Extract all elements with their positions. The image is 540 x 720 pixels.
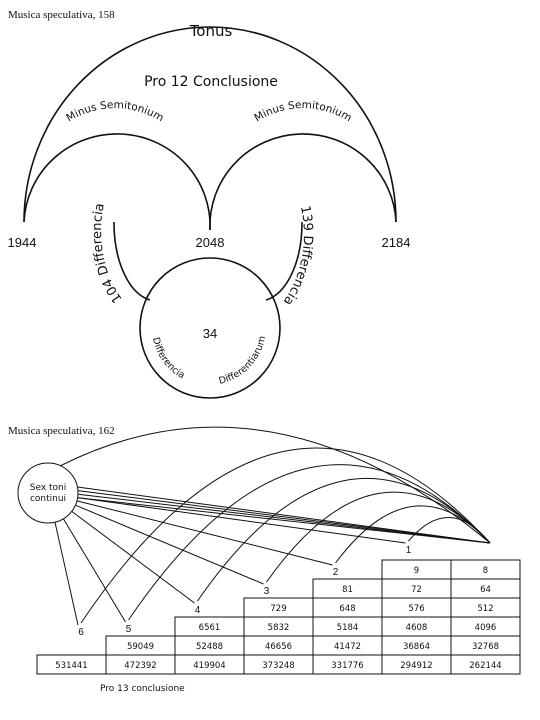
link-line: [62, 518, 126, 623]
table-cell-value: 5184: [337, 623, 359, 633]
left-differencia-arc: [113, 221, 151, 301]
figure1-diagram: [23, 26, 397, 399]
table-cell-value: 36864: [403, 642, 430, 652]
figure2-caption: Musica speculativa, 162: [8, 425, 115, 437]
figure2-lines: [54, 426, 491, 626]
minus-semitonium-right-arc: [209, 133, 397, 231]
minus-semitonium-left-label: Minus Semitonium: [64, 99, 165, 124]
step-label-4: 4: [195, 605, 201, 616]
table-cell-value: 9: [414, 566, 419, 576]
spoke-line: [77, 486, 491, 544]
table-cell-value: 32768: [472, 642, 499, 652]
sex-toni-circle: [17, 462, 79, 524]
table-cell-value: 472392: [124, 661, 156, 671]
differentiarum-circle: [139, 257, 281, 399]
link-arc: [128, 464, 491, 621]
step-label-2: 2: [333, 567, 339, 578]
value-right: 2184: [382, 235, 411, 250]
table-cell-value: 8: [483, 566, 488, 576]
link-arc: [80, 447, 491, 624]
table-cell-value: 419904: [193, 661, 225, 671]
table-cell-value: 5832: [268, 623, 290, 633]
link-line: [77, 497, 406, 544]
table-cell-value: 41472: [334, 642, 361, 652]
link-arc: [266, 491, 491, 583]
link-arc: [197, 477, 491, 602]
table-cell-value: 46656: [265, 642, 292, 652]
table-cell-value: 512: [477, 604, 493, 614]
table-cell-value: 4608: [406, 623, 428, 633]
spoke-line: [77, 490, 491, 544]
spoke-line: [77, 493, 491, 544]
table-cell-value: 648: [339, 604, 355, 614]
table-cell-value: 262144: [469, 661, 501, 671]
step-label-6: 6: [78, 627, 84, 638]
minus-semitonium-right-label: Minus Semitonium: [252, 99, 353, 124]
table-cell-value: 6561: [199, 623, 221, 633]
circle-value: 34: [203, 326, 217, 341]
table-cell-value: 331776: [331, 661, 363, 671]
spoke-line: [77, 497, 491, 544]
table-cell-value: 373248: [262, 661, 294, 671]
sex-toni-line1: Sex toni: [30, 483, 67, 493]
step-label-3: 3: [264, 586, 270, 597]
table-cell-value: 64: [480, 585, 491, 595]
table-cell-value: 72: [411, 585, 422, 595]
minus-semitonium-left-arc: [23, 133, 211, 231]
step-label-1: 1: [406, 545, 412, 556]
outer-arc: [59, 426, 491, 544]
circle-left-label: Differencia: [150, 336, 187, 381]
table-cell-value: 4096: [475, 623, 497, 633]
link-line: [54, 522, 79, 626]
step-labels: 1 2 3 4 5 6: [78, 545, 412, 638]
left-differencia-label: 104 Differencia: [90, 202, 125, 306]
value-left: 1944: [8, 235, 37, 250]
tonus-arc: [23, 26, 397, 223]
step-label-5: 5: [126, 624, 132, 635]
link-line: [71, 510, 195, 604]
tonus-label: Tonus: [189, 22, 233, 40]
table-cell-value: 729: [270, 604, 286, 614]
conclusion-label: Pro 12 Conclusione: [144, 74, 278, 90]
link-line: [76, 500, 333, 566]
table-cell-value: 294912: [400, 661, 432, 671]
figure1-caption: Musica speculativa, 158: [8, 9, 115, 21]
table-cell-value: 531441: [55, 661, 87, 671]
sex-toni-line2: continui: [30, 494, 66, 504]
table-cell-value: 59049: [127, 642, 154, 652]
table-cell-value: 81: [342, 585, 353, 595]
table-cell-value: 52488: [196, 642, 223, 652]
link-line: [75, 504, 264, 585]
value-middle: 2048: [196, 235, 225, 250]
table-cell-value: 576: [408, 604, 424, 614]
table-cell: [450, 654, 521, 675]
figure2-conclusion: Pro 13 conclusione: [100, 684, 185, 694]
circle-right-label: Differentiarum: [218, 335, 269, 387]
